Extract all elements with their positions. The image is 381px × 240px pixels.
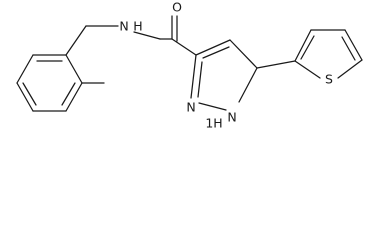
atom-label-oxygen: O — [172, 0, 182, 15]
atom-label-amide-nitrogen: N — [119, 19, 128, 34]
bond — [16, 82, 34, 112]
double-bond-inner — [202, 46, 230, 59]
bond — [195, 39, 231, 56]
double-bond-inner — [300, 35, 315, 60]
pyrazole-thiophene-bond — [256, 60, 296, 69]
atom-label-pyrazole-n1-hydrogen: 1H — [205, 116, 222, 131]
bond — [16, 54, 34, 84]
bond — [229, 39, 258, 69]
pyrazole-ring — [190, 39, 258, 111]
double-bond-inner — [341, 36, 356, 61]
bond — [337, 59, 363, 79]
double-bond-inner — [197, 61, 203, 98]
bond — [65, 82, 83, 112]
carbonyl-ring-bond — [171, 38, 197, 56]
n-carbonyl-bond — [133, 31, 161, 40]
bond — [198, 102, 227, 111]
bond — [294, 60, 321, 79]
bond — [238, 67, 258, 103]
molecule-structure: O N H N N 1H S — [16, 0, 363, 131]
atom-label-amide-hydrogen: H — [133, 19, 142, 34]
thiophene-ring — [294, 29, 363, 79]
double-bond-inner — [22, 82, 37, 106]
bond — [190, 54, 197, 99]
atom-label-pyrazole-n2: N — [186, 100, 195, 115]
atom-label-pyrazole-n1: N — [227, 110, 236, 125]
double-bond-inner — [61, 82, 76, 106]
bond — [65, 54, 83, 84]
toluene-ring — [16, 54, 83, 112]
bond — [294, 29, 312, 62]
bond — [344, 29, 363, 61]
atom-label-sulfur: S — [325, 72, 333, 87]
benzyl-ch2-bond — [65, 25, 87, 56]
